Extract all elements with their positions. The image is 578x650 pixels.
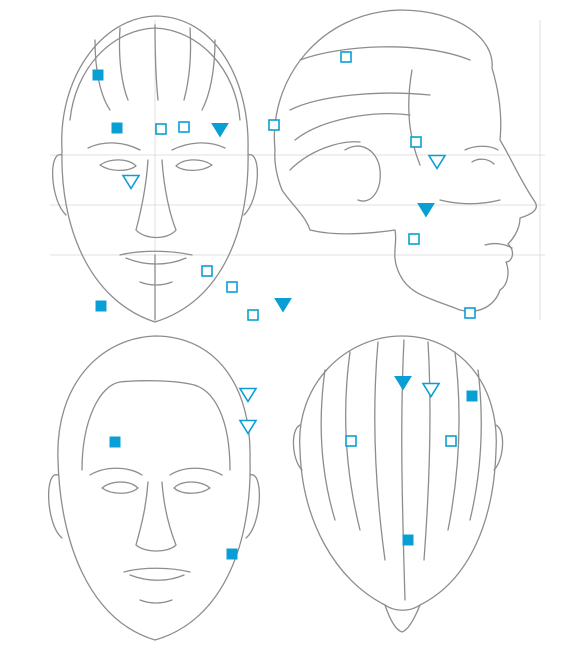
marker-hollow-triangle — [238, 419, 258, 436]
marker-hollow-square — [445, 435, 457, 447]
marker-hollow-square — [155, 123, 167, 135]
marker-filled-square — [92, 69, 104, 81]
marker-filled-square — [111, 122, 123, 134]
marker-filled-square — [95, 300, 107, 312]
marker-hollow-triangle — [238, 387, 258, 404]
marker-hollow-square — [178, 121, 190, 133]
marker-filled-triangle — [211, 123, 229, 138]
marker-hollow-square — [345, 435, 357, 447]
marker-hollow-square — [247, 309, 259, 321]
side-head-profile-drawing — [273, 9, 537, 312]
front-head-upper-drawing — [52, 15, 258, 323]
front-head-lower-drawing — [48, 335, 260, 641]
top-head-view-drawing — [292, 335, 504, 633]
marker-hollow-square — [464, 307, 476, 319]
marker-filled-triangle — [394, 376, 412, 391]
marker-filled-square — [402, 534, 414, 546]
marker-filled-square — [226, 548, 238, 560]
marker-hollow-square — [226, 281, 238, 293]
marker-filled-square — [466, 390, 478, 402]
marker-hollow-square — [410, 136, 422, 148]
marker-hollow-square — [201, 265, 213, 277]
marker-layer — [92, 51, 478, 560]
marker-hollow-square — [340, 51, 352, 63]
marker-hollow-triangle — [121, 174, 141, 191]
marker-hollow-square — [408, 233, 420, 245]
marker-filled-triangle — [274, 298, 292, 313]
marker-hollow-square — [268, 119, 280, 131]
marker-filled-square — [109, 436, 121, 448]
marker-hollow-triangle — [427, 154, 447, 171]
marker-filled-triangle — [417, 203, 435, 218]
marker-hollow-triangle — [421, 382, 441, 399]
construction-guides — [50, 20, 545, 320]
